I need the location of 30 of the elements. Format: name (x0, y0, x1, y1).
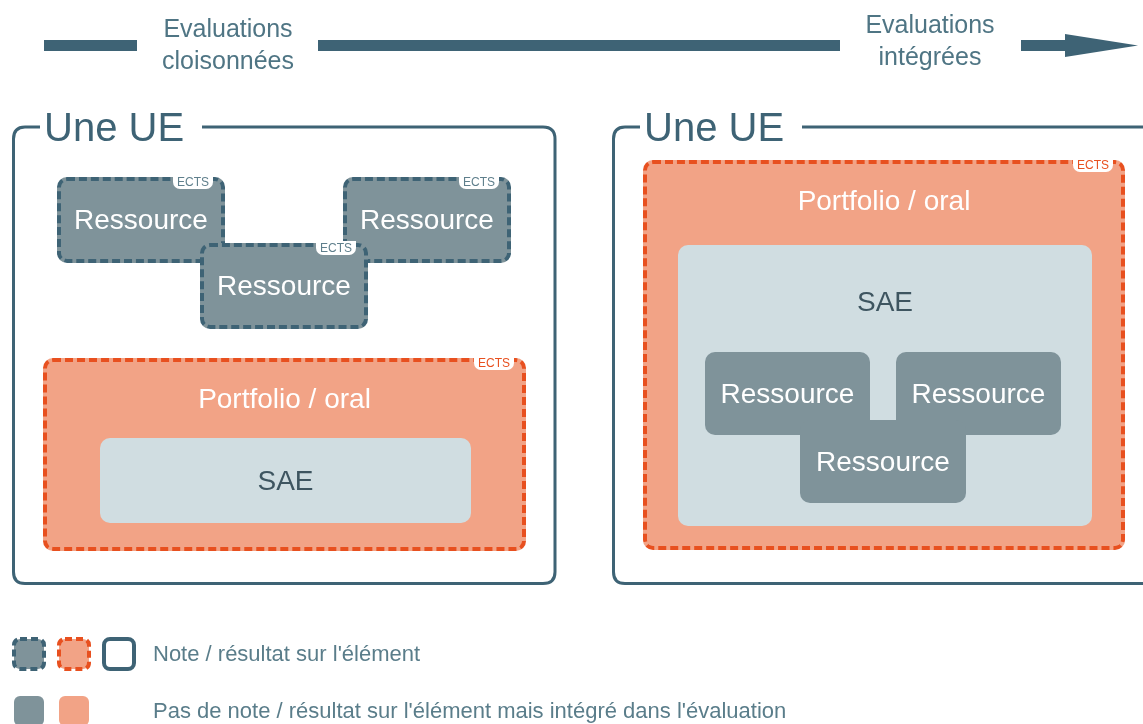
box-label: Ressource (216, 269, 352, 303)
resource-box (705, 352, 870, 435)
box-label: Ressource (910, 376, 1047, 411)
axis-label: Evaluations intégrées (864, 9, 996, 72)
sae-box (100, 438, 471, 523)
box-label: Ressource (815, 444, 951, 479)
unit-title: Une UE (643, 104, 786, 151)
resource-box (200, 243, 368, 329)
ects-tag: ECTS (316, 241, 356, 255)
resource-box (57, 177, 225, 263)
box-label: Portfolio / oral (796, 184, 972, 218)
ects-tag: ECTS (173, 175, 213, 189)
axis-label: Evaluations cloisonnées (161, 13, 295, 76)
legend-text: Note / résultat sur l'élément (153, 640, 421, 668)
resource-box (800, 420, 966, 503)
ects-tag: ECTS (474, 356, 514, 370)
ects-tag: ECTS (1073, 158, 1113, 172)
resource-box (896, 352, 1061, 435)
unit-title: Une UE (43, 104, 186, 151)
portfolio-box (43, 358, 526, 551)
sae-box (678, 245, 1092, 526)
box-label: Ressource (73, 203, 209, 237)
box-label: SAE (856, 285, 914, 319)
portfolio-box (643, 160, 1125, 550)
box-label: Portfolio / oral (197, 382, 372, 416)
ects-tag: ECTS (459, 175, 499, 189)
box-label: Ressource (359, 203, 495, 237)
box-label: SAE (256, 463, 315, 498)
box-label: Ressource (719, 376, 856, 411)
legend-text: Pas de note / résultat sur l'élément mais intégré dans l'évaluation (153, 697, 787, 724)
